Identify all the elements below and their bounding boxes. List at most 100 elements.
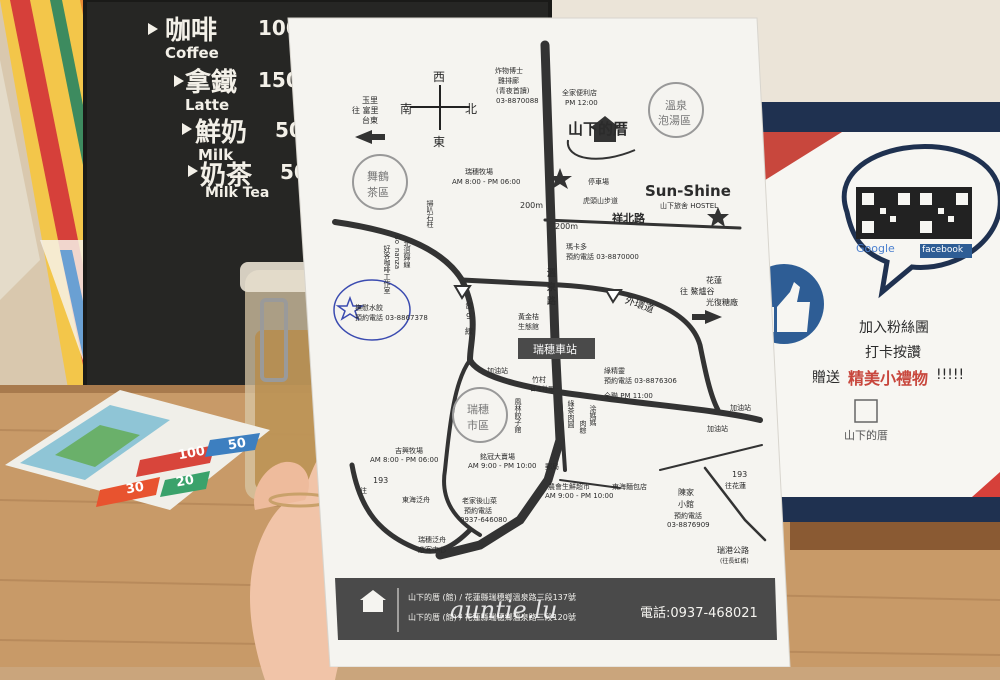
place-waterdumpling-2: 預約電話 03-8867378 <box>355 314 428 322</box>
place-laojia-1: 老家後山菜 <box>462 497 497 505</box>
compass-north: 北 <box>465 102 478 116</box>
place-zhuchun-2: 日本料理 <box>530 386 555 393</box>
house-logo-icon <box>590 116 620 142</box>
bonanza-star-icon <box>335 295 365 321</box>
direction-east-3: 光復糖廠 <box>706 298 738 307</box>
distance-2: 200m <box>555 222 579 231</box>
brand-en: Sun-Shine <box>645 182 731 200</box>
place-rafting-center-1: 瑞穗泛舟 <box>418 536 446 544</box>
direction-west-1: 玉里 <box>362 96 378 105</box>
place-zhuchun-1: 竹村 <box>532 376 546 384</box>
road-tianbei-1: 溫 <box>547 269 557 279</box>
road-south-loop <box>442 358 482 537</box>
place-chenjia-3: 預約電話 <box>674 512 702 520</box>
menu-item-milktea-en: Milk Tea <box>205 185 270 201</box>
place-shop-1: 炸物博士 <box>495 67 523 75</box>
sign-join-fans: 加入粉絲團 <box>859 320 929 336</box>
place-chenjia-1: 陳家 <box>678 488 694 497</box>
place-zongzi-2: 肉粽 <box>579 420 587 434</box>
road-hwy9-1: 台 <box>465 301 473 310</box>
menu-item-latte-en: Latte <box>185 96 230 114</box>
place-farm-2: AM 8:00 - PM 06:00 <box>452 178 521 186</box>
menu-item-coffee-en: Coffee <box>165 44 219 62</box>
sign-gift-prefix: 贈送 <box>812 370 840 386</box>
chalk-bullets <box>148 23 198 177</box>
road-ruigang-2: (往長虹橋) <box>720 558 749 565</box>
sign-logo-text: 山下的厝 <box>844 429 888 442</box>
footer-phone: 電話:0937-468021 <box>640 606 758 621</box>
area-tea-1: 舞鶴 <box>367 170 389 183</box>
place-familymart-2: PM 12:00 <box>565 99 598 107</box>
road-ruigang-1: 瑞港公路 <box>717 546 749 555</box>
menu-item-coffee-zh: 咖啡 <box>165 16 218 46</box>
star-icon <box>707 207 729 227</box>
place-makado-2: 預約電話 03-8870000 <box>566 253 639 261</box>
distance-1: 200m <box>520 201 544 210</box>
area-city-circle <box>452 387 508 443</box>
compass-east: 東 <box>433 135 446 149</box>
place-dumpling-hall: 風林餃子館 <box>514 398 522 433</box>
place-parking: 停車場 <box>588 178 609 186</box>
footer-address-2: 山下的厝 (館) / 花蓮縣瑞穗鄉溫泉路三段120號 <box>408 613 576 622</box>
place-postoffice: 郵局 <box>545 463 559 471</box>
place-gas-1: 加油站 <box>487 367 508 375</box>
place-donghai-rafting: 東海泛舟 <box>402 496 430 504</box>
brand-sub: 山下旅舍 HOSTEL <box>660 202 719 210</box>
road-tianbei-3: 路 <box>547 297 557 307</box>
place-mingguan-1: 銘冠大賣場 <box>480 453 515 461</box>
area-hotspring-2: 泡湯區 <box>658 114 691 127</box>
place-chenjia-4: 03-8876909 <box>667 521 710 529</box>
place-chenjia-2: 小館 <box>678 500 694 509</box>
place-mingguan-2: AM 9:00 - PM 10:00 <box>468 462 537 470</box>
place-farm-1: 瑞穗牧場 <box>465 168 493 176</box>
road-hwy9-2: 9 <box>466 312 472 321</box>
area-tea-circle <box>352 154 408 210</box>
route-193-east-1: 193 <box>732 470 748 479</box>
footer-bar <box>335 578 777 640</box>
place-shop-3: (青夜首讀) <box>496 87 530 95</box>
place-shop-4: 03-8870088 <box>496 97 539 105</box>
place-familymart-1: 全家便利店 <box>562 89 597 97</box>
route-marker-1 <box>453 285 472 300</box>
compass-icon <box>410 85 470 130</box>
footer-address-1: 山下的厝 (館) / 花蓮縣瑞穗鄉溫泉路三段137號 <box>408 593 576 602</box>
place-meatball: 綠茶肉圓 <box>567 400 575 428</box>
road-hwy9-3: 線 <box>465 327 473 336</box>
menu-item-milktea-zh: 奶茶 <box>200 161 253 191</box>
watermark: auntie.lu <box>450 596 558 624</box>
road-east-193 <box>659 444 763 471</box>
route-193-west-1: 193 <box>373 476 389 485</box>
place-pillar-1: 掃叭石柱 <box>426 200 434 228</box>
route-193-west-2: 往 <box>360 487 367 495</box>
area-city-2: 市區 <box>467 419 489 432</box>
sign-checkin-like: 打卡按讚 <box>865 345 921 361</box>
place-bonanza-2: nanza <box>393 248 401 270</box>
menu-item-latte-zh: 拿鐵 <box>185 68 238 98</box>
place-gas-3: 加油站 <box>707 425 728 433</box>
menu-item-milk-en: Milk <box>198 146 234 164</box>
place-tofu-2: 預約電話 03-8876306 <box>604 377 677 385</box>
area-city-1: 瑞穗 <box>467 403 489 416</box>
sign-gift-highlight: 精美小禮物 <box>848 369 929 388</box>
direction-east-1: 花蓮 <box>706 276 722 285</box>
compass-west: 西 <box>433 70 446 84</box>
direction-west-3: 台東 <box>362 116 378 125</box>
road-xiangbei-label: 祥北路 <box>612 212 645 225</box>
direction-west-2: 往 富里 <box>352 106 379 115</box>
place-nonghui-1: 農會生鮮超市 <box>548 483 590 491</box>
road-hwy9 <box>332 219 763 423</box>
place-makado-1: 瑪卡多 <box>566 243 587 251</box>
route-193-east-2: 往花蓮 <box>725 482 746 490</box>
place-nonghui-2: AM 9:00 - PM 10:00 <box>545 492 614 500</box>
area-hotspring-1: 溫泉 <box>665 99 687 112</box>
road-ruigang <box>703 466 767 542</box>
brand-cn: 山下的厝 <box>568 120 629 138</box>
direction-east-2: 往 鰲爐谷 <box>680 287 715 296</box>
promo-sign: Google facebook 加入粉絲團 打卡按讚 贈送 精美小禮物 !!!!… <box>752 102 1000 522</box>
place-bonanza-3: 好客咖啡工作室 <box>383 245 391 294</box>
arrow-east <box>692 310 722 324</box>
road-waihuan <box>459 277 721 413</box>
place-laojia-3: 0937-646080 <box>460 516 508 524</box>
qr-label-facebook: facebook <box>922 245 964 255</box>
